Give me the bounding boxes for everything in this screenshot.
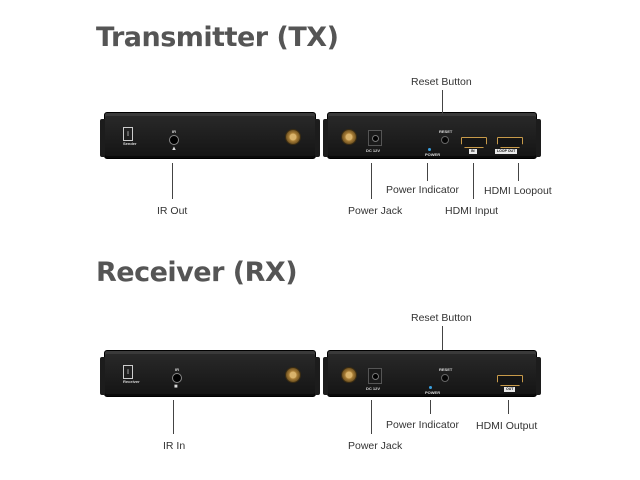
tx-front-panel: ▯ Sender IR ▲ bbox=[100, 112, 320, 159]
callout-power-indicator-rx: Power Indicator bbox=[386, 419, 459, 431]
callout-hdmi-output: HDMI Output bbox=[476, 420, 538, 432]
tx-reset-label: RESET bbox=[439, 129, 453, 134]
tx-rear-panel: DC 12V RESET POWER IN LOOP OUT bbox=[323, 112, 541, 159]
rx-reset-label: RESET bbox=[439, 367, 453, 372]
transmitter-heading: Transmitter (TX) bbox=[96, 22, 339, 53]
callout-hdmi-input: HDMI Input bbox=[445, 205, 499, 217]
antenna-connector-icon bbox=[341, 129, 357, 145]
rx-unit-label: Receiver bbox=[123, 379, 140, 384]
triangle-icon: ▲ bbox=[171, 146, 177, 152]
callout-power-jack-tx: Power Jack bbox=[348, 205, 403, 217]
leader-line bbox=[427, 163, 428, 181]
callout-reset-button-rx: Reset Button bbox=[411, 312, 472, 324]
brand-logo-icon: ▯ bbox=[123, 365, 133, 379]
hdmi-loopout-port bbox=[497, 137, 523, 148]
callout-hdmi-loopout: HDMI Loopout bbox=[484, 185, 552, 197]
tx-power-label: POWER bbox=[425, 152, 441, 157]
tx-dc-label: DC 12V bbox=[366, 148, 381, 153]
tx-hdmi-in-label: IN bbox=[469, 149, 477, 154]
leader-line bbox=[518, 163, 519, 181]
ir-in-port bbox=[172, 373, 182, 383]
callout-power-indicator-tx: Power Indicator bbox=[386, 184, 459, 196]
tx-ir-label: IR bbox=[172, 129, 176, 134]
leader-line bbox=[173, 400, 174, 434]
rx-dc-label: DC 12V bbox=[366, 386, 381, 391]
callout-reset-button-tx: Reset Button bbox=[411, 76, 472, 88]
callout-ir-in: IR In bbox=[163, 440, 186, 452]
leader-line bbox=[442, 326, 443, 350]
power-jack-port bbox=[368, 130, 382, 146]
tx-unit-label: Sender bbox=[123, 141, 137, 146]
leader-line bbox=[430, 400, 431, 414]
leader-line bbox=[172, 163, 173, 199]
rx-front-panel: ▯ Receiver IR ■ bbox=[100, 350, 320, 397]
leader-line bbox=[508, 400, 509, 414]
brand-logo-icon: ▯ bbox=[123, 127, 133, 141]
power-jack-port bbox=[368, 368, 382, 384]
leader-line bbox=[371, 400, 372, 434]
ir-out-port bbox=[169, 135, 179, 145]
callout-power-jack-rx: Power Jack bbox=[348, 440, 403, 452]
leader-line bbox=[442, 90, 443, 114]
rx-ir-label: IR bbox=[175, 367, 179, 372]
power-led-icon bbox=[428, 148, 431, 151]
hdmi-output-port bbox=[497, 375, 523, 386]
power-led-icon bbox=[429, 386, 432, 389]
rx-rear-panel: DC 12V RESET POWER OUT bbox=[323, 350, 541, 397]
callout-ir-out: IR Out bbox=[157, 205, 188, 217]
antenna-connector-icon bbox=[341, 367, 357, 383]
reset-button[interactable] bbox=[441, 136, 449, 144]
rx-hdmi-out-label: OUT bbox=[504, 387, 516, 392]
tx-hdmi-loop-label: LOOP OUT bbox=[495, 149, 518, 154]
receiver-heading: Receiver (RX) bbox=[96, 257, 298, 288]
leader-line bbox=[473, 163, 474, 199]
rx-power-label: POWER bbox=[425, 390, 441, 395]
antenna-connector-icon bbox=[285, 367, 301, 383]
leader-line bbox=[371, 163, 372, 199]
square-icon: ■ bbox=[174, 384, 178, 390]
reset-button[interactable] bbox=[441, 374, 449, 382]
hdmi-input-port bbox=[461, 137, 487, 148]
antenna-connector-icon bbox=[285, 129, 301, 145]
